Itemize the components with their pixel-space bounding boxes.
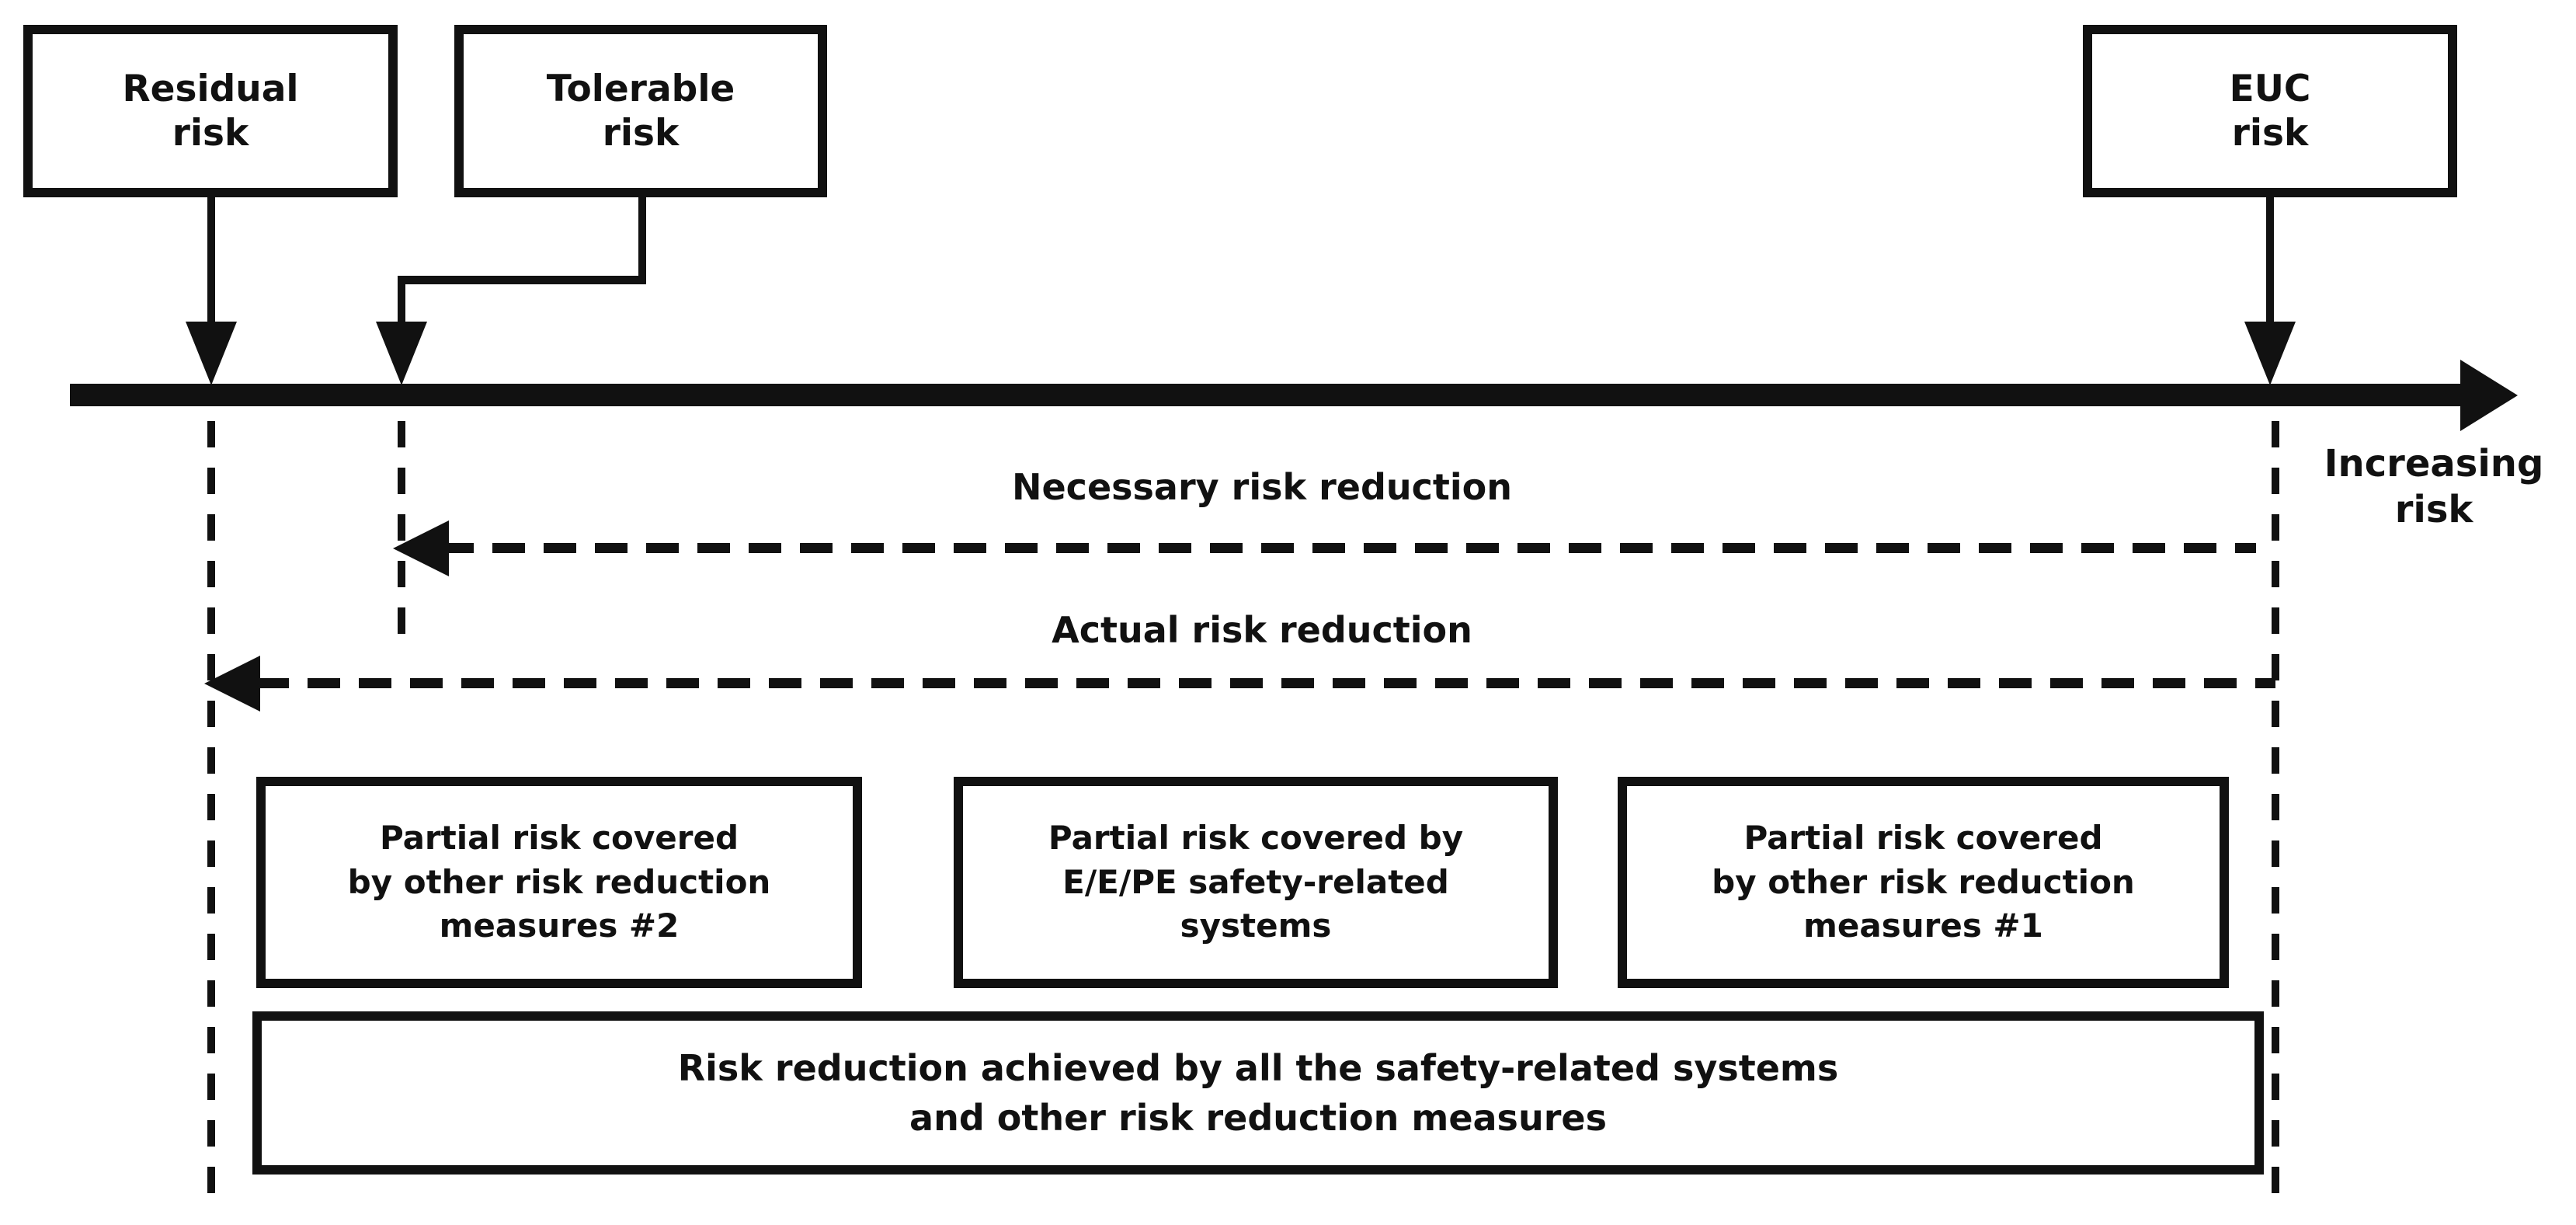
tolerable-risk-connector-lower-line (398, 276, 405, 323)
tolerable-risk-connector-elbow-line (398, 276, 646, 284)
residual-risk-dashed-guide (207, 421, 215, 1210)
partial-risk-eepe-systems-box: Partial risk covered by E/E/PE safety-re… (954, 777, 1558, 988)
risk-axis-line (70, 384, 2460, 406)
euc-risk-arrowhead-icon (2244, 322, 2296, 385)
partial-risk-other-measures-2-box: Partial risk covered by other risk reduc… (256, 777, 862, 988)
euc-risk-dashed-guide (2272, 421, 2279, 1210)
total-risk-reduction-box: Risk reduction achieved by all the safet… (252, 1011, 2264, 1175)
necessary-risk-reduction-label: Necessary risk reduction (1011, 466, 1513, 508)
necessary-risk-reduction-arrowhead-icon (393, 520, 449, 576)
tolerable-risk-arrowhead-icon (376, 322, 427, 385)
necessary-risk-reduction-dashed-line (441, 543, 2256, 553)
partial-risk-other-measures-1-box: Partial risk covered by other risk reduc… (1618, 777, 2229, 988)
tolerable-risk-connector-upper-line (638, 196, 646, 284)
actual-risk-reduction-arrowhead-icon (204, 656, 260, 712)
euc-risk-box: EUC risk (2083, 25, 2457, 197)
risk-axis-arrowhead-icon (2460, 360, 2518, 431)
tolerable-risk-box: Tolerable risk (454, 25, 827, 197)
residual-risk-box: Residual risk (23, 25, 398, 197)
residual-risk-arrowhead-icon (186, 322, 237, 385)
actual-risk-reduction-dashed-line (256, 678, 2275, 688)
increasing-risk-label: Increasing risk (2324, 442, 2544, 531)
euc-risk-connector-line (2266, 196, 2274, 323)
actual-risk-reduction-label: Actual risk reduction (1052, 609, 1472, 651)
residual-risk-connector-line (207, 196, 215, 323)
